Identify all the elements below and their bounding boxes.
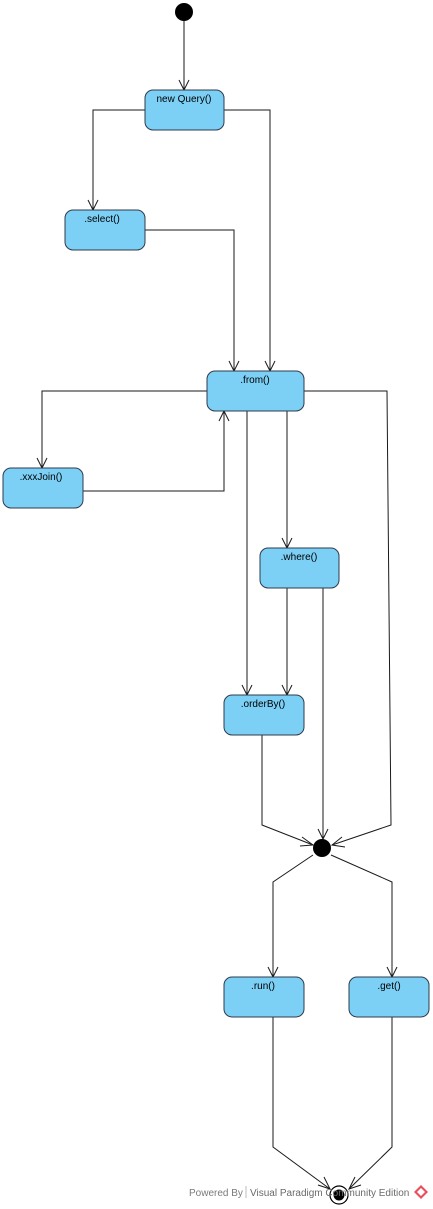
arrowhead xyxy=(348,1176,362,1190)
edge-from-to-merge xyxy=(304,390,392,846)
node-new-query-label: new Query() xyxy=(156,94,211,105)
edge-get-to-final xyxy=(348,1017,393,1190)
footer-brand: Visual Paradigm Community Edition xyxy=(250,1188,409,1199)
node-from-label: .from() xyxy=(240,375,269,386)
node-where-label: .where() xyxy=(281,552,318,563)
final-node xyxy=(329,1185,349,1205)
edges xyxy=(36,21,398,1190)
visual-paradigm-logo-icon xyxy=(414,1185,428,1199)
node-where[interactable]: .where() xyxy=(259,547,340,589)
node-run[interactable]: .run() xyxy=(223,976,305,1018)
edge-select-to-from xyxy=(145,229,235,371)
node-run-label: .run() xyxy=(251,981,275,992)
edge-orderby-to-merge xyxy=(261,735,314,846)
edge-merge-to-get xyxy=(330,854,393,977)
initial-node xyxy=(175,3,193,21)
node-get-label: .get() xyxy=(377,981,400,992)
node-orderby-label: .orderBy() xyxy=(241,699,285,710)
node-from[interactable]: .from() xyxy=(206,370,305,412)
arrowhead xyxy=(299,836,315,847)
footer-powered-by: Powered By xyxy=(189,1188,243,1199)
node-new-query[interactable]: new Query() xyxy=(144,89,225,131)
edge-xxxjoin-to-from xyxy=(83,411,225,492)
node-xxxjoin-label: .xxxJoin() xyxy=(20,472,63,483)
edge-from-to-xxxjoin xyxy=(41,390,207,468)
node-get[interactable]: .get() xyxy=(348,976,430,1018)
arrowhead xyxy=(330,836,346,848)
edge-run-to-final xyxy=(272,1017,331,1190)
edge-newquery-to-select xyxy=(92,109,145,210)
merge-node xyxy=(313,839,331,857)
node-select[interactable]: .select() xyxy=(64,209,146,251)
arrowhead xyxy=(317,828,329,841)
footer-watermark: Powered By Visual Paradigm Community Edi… xyxy=(189,1185,428,1199)
edge-merge-to-run xyxy=(272,854,314,977)
arrowhead xyxy=(317,1176,331,1190)
edge-newquery-to-from xyxy=(224,109,271,371)
node-xxxjoin[interactable]: .xxxJoin() xyxy=(2,467,84,509)
node-orderby[interactable]: .orderBy() xyxy=(223,694,305,736)
node-select-label: .select() xyxy=(84,214,120,225)
